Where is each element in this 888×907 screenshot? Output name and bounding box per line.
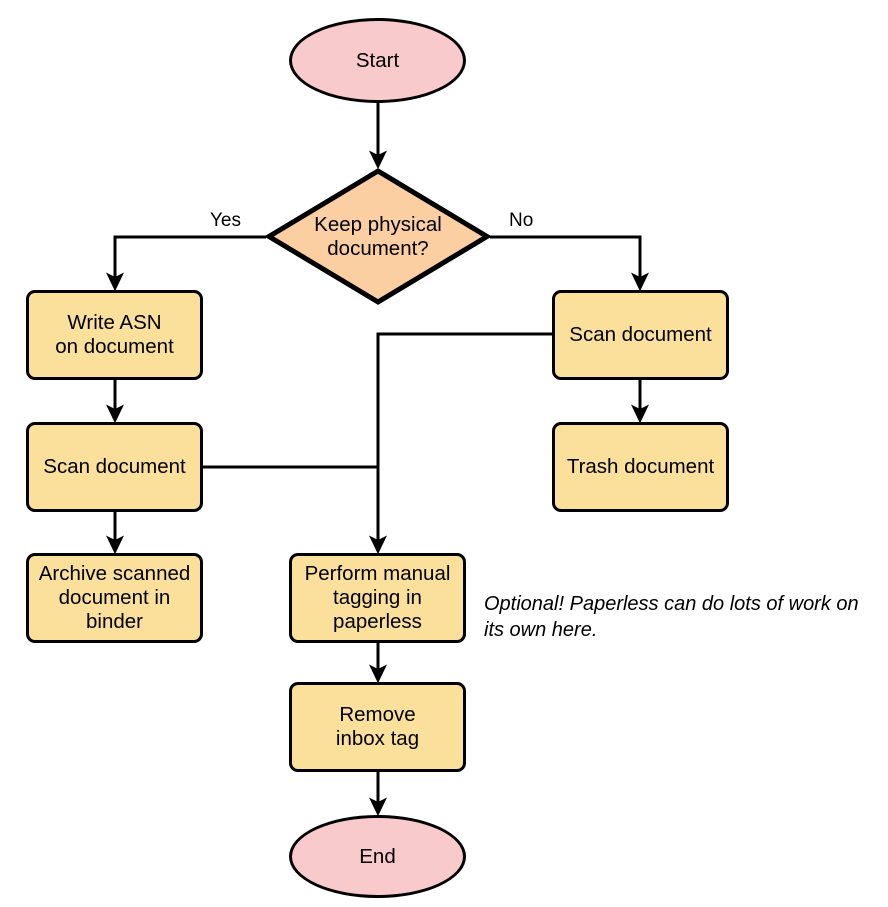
node-write-asn-on-document[interactable]: Write ASN on document (26, 290, 203, 380)
edge-label-no: No (509, 210, 534, 231)
node-perform-manual-tagging-in-paperless[interactable]: Perform manual tagging in paperless (289, 553, 466, 643)
edge-decision-yes-to-write-asn (106, 235, 266, 292)
node-remove-inbox-tag[interactable]: Remove inbox tag (289, 682, 466, 772)
node-end[interactable]: End (289, 815, 466, 898)
node-archive-scanned-document-in-binder[interactable]: Archive scanned document in binder (26, 553, 203, 643)
node-scan-document-right[interactable]: Scan document (552, 290, 729, 380)
node-trash-document[interactable]: Trash document (552, 422, 729, 512)
diamond-shape (266, 168, 490, 305)
edge-label-yes: Yes (210, 210, 241, 231)
edge-decision-no-to-scan-right (490, 235, 649, 292)
node-decision-keep-physical-document[interactable]: Keep physical document? (266, 168, 490, 305)
node-decision-label: Keep physical document? (314, 212, 442, 260)
annotation-optional-note: Optional! Paperless can do lots of work … (484, 593, 859, 641)
node-scan-document-left[interactable]: Scan document (26, 422, 203, 512)
node-start[interactable]: Start (289, 18, 466, 103)
edge-scan-right-to-manual-tagging (369, 332, 552, 555)
